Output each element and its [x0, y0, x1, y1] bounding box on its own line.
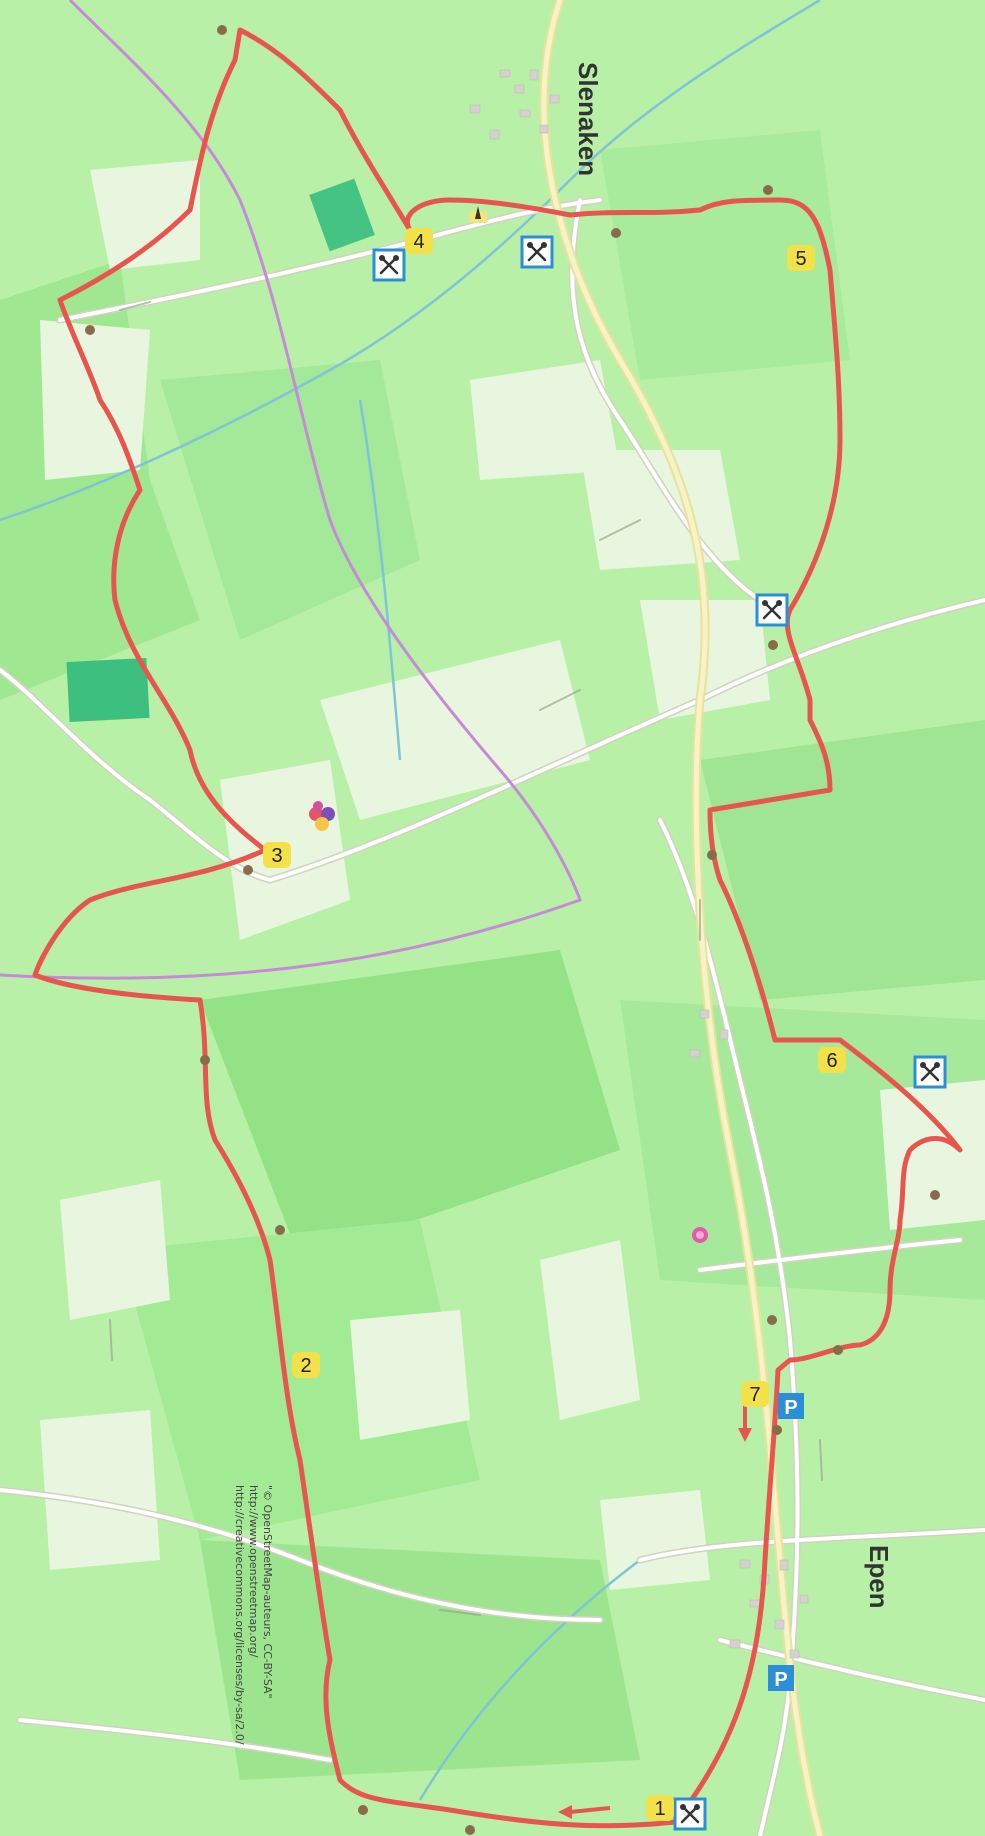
poi-dot	[611, 228, 621, 238]
attraction-icon	[309, 801, 335, 831]
svg-text:4: 4	[413, 231, 424, 253]
svg-text:"© OpenStreetMap-auteurs, CC-B: "© OpenStreetMap-auteurs, CC-BY-SA"	[261, 1485, 274, 1699]
waypoint-marker[interactable]: 3	[263, 842, 291, 868]
poi-dot	[763, 185, 773, 195]
svg-text:P: P	[774, 1669, 787, 1691]
restaurant-marker[interactable]	[673, 1797, 707, 1831]
monument-icon	[469, 206, 487, 223]
svg-text:7: 7	[749, 1384, 760, 1406]
svg-text:P: P	[784, 1397, 797, 1419]
svg-text:6: 6	[826, 1050, 837, 1072]
poi-dot	[200, 1055, 210, 1065]
poi-dot	[217, 25, 227, 35]
streams	[0, 0, 821, 1801]
poi-dot	[772, 1425, 782, 1435]
svg-text:http://creativecommons.org/lic: http://creativecommons.org/licenses/by-s…	[233, 1485, 246, 1745]
svg-text:5: 5	[795, 248, 806, 270]
poi-dot	[465, 1825, 475, 1835]
land-cover	[0, 130, 985, 1780]
waypoint-marker[interactable]: 2	[292, 1352, 320, 1378]
poi-dot	[275, 1225, 285, 1235]
restaurant-marker[interactable]	[755, 593, 789, 627]
attraction-icon	[692, 1227, 708, 1243]
restaurant-marker[interactable]	[372, 248, 406, 282]
parking-marker[interactable]: P	[768, 1665, 794, 1691]
pond-patch	[309, 178, 375, 252]
poi-dots	[85, 25, 940, 1835]
municipal-border	[0, 0, 582, 980]
svg-text:1: 1	[654, 1798, 665, 1820]
poi-dot	[833, 1345, 843, 1355]
road-label-marks	[109, 301, 823, 1616]
poi-dot	[768, 640, 778, 650]
place-label-epen: Epen	[864, 1545, 894, 1609]
hiking-route	[32, 27, 963, 1829]
poi-dot	[243, 865, 253, 875]
direction-arrow-icon	[558, 1805, 611, 1819]
waypoint-marker[interactable]: 5	[787, 245, 815, 271]
waypoint-marker[interactable]: 6	[818, 1047, 846, 1073]
svg-text:3: 3	[271, 845, 282, 867]
waypoint-marker[interactable]: 7	[741, 1381, 769, 1407]
waypoint-marker[interactable]: 1	[646, 1795, 674, 1821]
poi-dot	[930, 1190, 940, 1200]
svg-text:2: 2	[300, 1355, 311, 1377]
poi-dot	[85, 325, 95, 335]
pond-patch	[66, 657, 150, 723]
svg-text:http://www.openstreetmap.org/: http://www.openstreetmap.org/	[247, 1485, 260, 1658]
poi-dot	[358, 1805, 368, 1815]
parking-marker[interactable]: P	[778, 1393, 804, 1419]
restaurant-marker[interactable]	[520, 235, 554, 269]
poi-dot	[767, 1315, 777, 1325]
restaurant-marker[interactable]	[913, 1055, 947, 1089]
place-label-slenaken: Slenaken	[573, 62, 603, 176]
waypoint-marker[interactable]: 4	[405, 228, 433, 254]
attribution: "© OpenStreetMap-auteurs, CC-BY-SA" http…	[233, 1485, 274, 1745]
poi-dot	[707, 850, 717, 860]
buildings	[469, 69, 809, 1659]
